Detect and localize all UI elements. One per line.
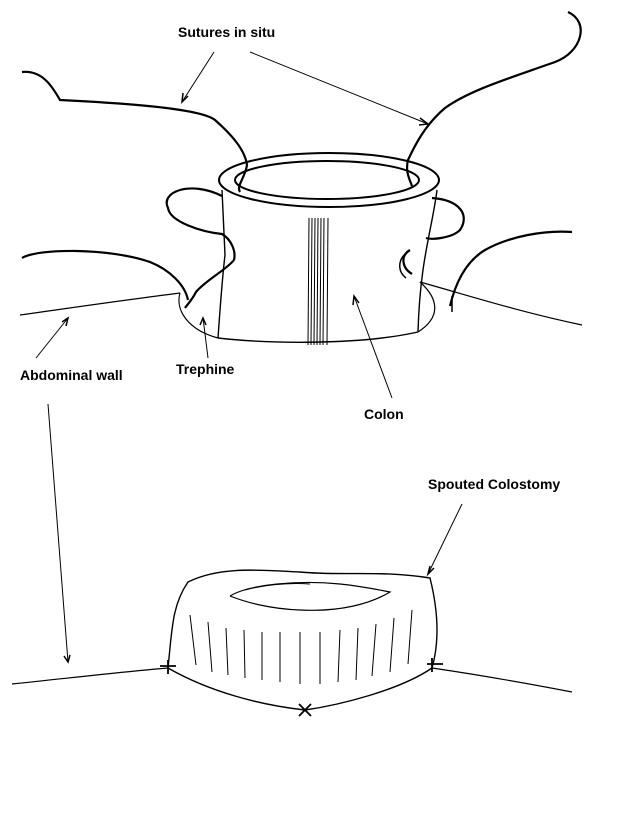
stoma-inner-rim-back bbox=[244, 582, 311, 591]
colon-cylinder bbox=[217, 152, 440, 346]
abdominal-wall-line-bottom bbox=[11, 667, 573, 693]
suture-lower-left bbox=[21, 249, 235, 309]
suture-upper-left bbox=[21, 70, 249, 193]
arrow-abdominal-wall bbox=[35, 317, 69, 359]
colon-top-rim-inner bbox=[234, 160, 420, 200]
arrow-trephine bbox=[202, 317, 209, 359]
arrow-abdominal-wall-long-head bbox=[63, 654, 71, 664]
label-trephine: Trephine bbox=[176, 361, 235, 377]
colon-right-side bbox=[417, 189, 438, 333]
suture-loop-right bbox=[402, 196, 465, 275]
arrow-sutures-left-head bbox=[181, 92, 189, 105]
suture-lower-right bbox=[448, 230, 573, 307]
arrow-abdominal-wall-long bbox=[47, 403, 69, 663]
arrow-sutures-left bbox=[181, 51, 215, 103]
label-sutures-in-situ: Sutures in situ bbox=[178, 24, 276, 40]
arrow-colon-head bbox=[352, 293, 360, 306]
arrow-sutures-right bbox=[249, 51, 429, 125]
suture-upper-right bbox=[405, 10, 582, 187]
arrow-sutures-right-head bbox=[418, 117, 430, 126]
arrow-spouted-colostomy bbox=[427, 503, 463, 575]
arrow-colon bbox=[353, 295, 393, 399]
suture-loop-left bbox=[165, 187, 236, 261]
colon-top-rim-outer bbox=[218, 152, 440, 208]
label-abdominal-wall: Abdominal wall bbox=[20, 367, 123, 383]
label-spouted-colostomy: Spouted Colostomy bbox=[428, 476, 561, 492]
stoma-stitches bbox=[160, 658, 443, 717]
arrow-spouted-colostomy-head bbox=[426, 565, 435, 577]
colon-left-side bbox=[217, 189, 226, 339]
pointer-arrows bbox=[35, 51, 463, 664]
arrow-trephine-head bbox=[199, 316, 207, 326]
stoma-inner-rim bbox=[229, 581, 392, 611]
sutures bbox=[21, 10, 582, 312]
arrow-abdominal-wall-head bbox=[61, 316, 70, 327]
colon-bottom-edge bbox=[217, 331, 419, 343]
stoma-outer-body bbox=[167, 569, 438, 711]
colon-taenia bbox=[307, 217, 329, 346]
spouted-colostomy-shape bbox=[160, 569, 443, 717]
stoma-mucosal-folds bbox=[189, 609, 413, 684]
suture-ends bbox=[399, 254, 453, 312]
abdominal-wall-line-top bbox=[19, 281, 583, 326]
label-colon: Colon bbox=[364, 406, 404, 422]
trephine-outline bbox=[178, 281, 436, 339]
